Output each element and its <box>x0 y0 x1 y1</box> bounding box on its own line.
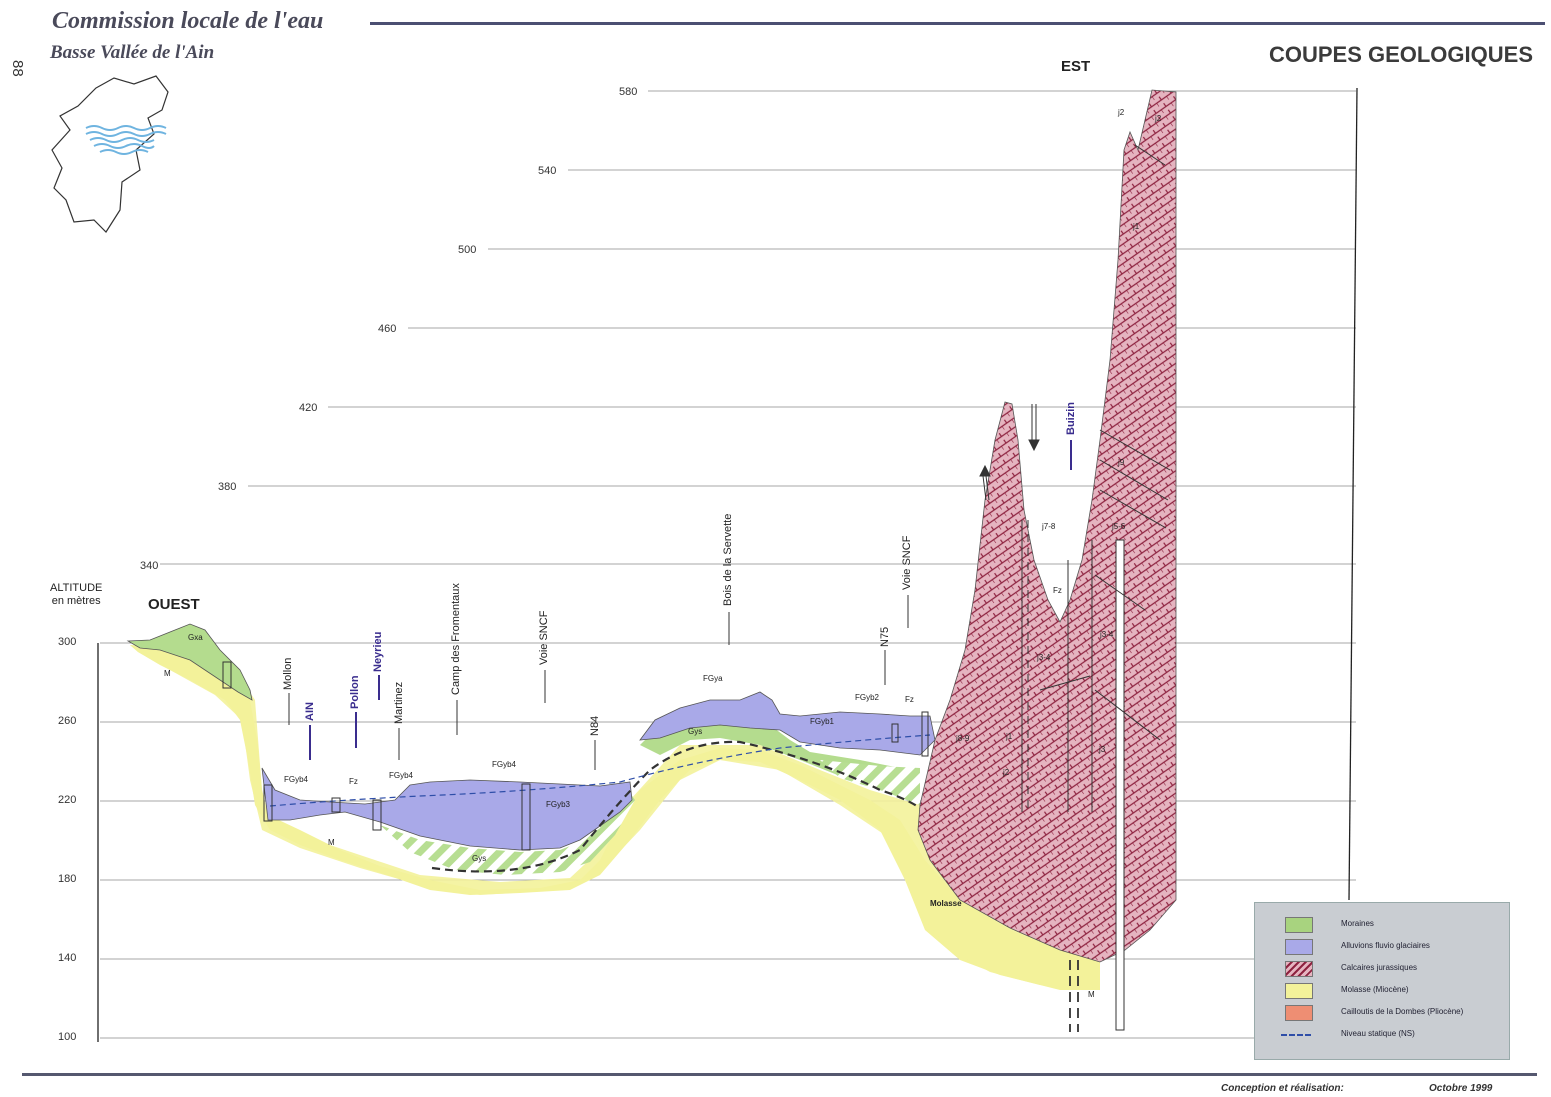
ytick-260: 260 <box>58 715 77 727</box>
strata-gys-2: Gys <box>688 727 703 736</box>
legend-swatch <box>1285 939 1313 955</box>
legend-label: Molasse (Miocène) <box>1341 985 1409 994</box>
strata-j1: j1 <box>1133 222 1140 231</box>
ytick-340: 340 <box>140 560 159 572</box>
strata-m-2: M <box>328 838 335 847</box>
label-camp-fromentaux: Camp des Fromentaux <box>450 583 462 695</box>
ytick-540: 540 <box>538 165 557 177</box>
label-bois-servette: Bois de la Servette <box>722 513 734 606</box>
strata-j7-8: j7-8 <box>1042 522 1056 531</box>
strata-fgyb1: FGyb1 <box>810 717 835 726</box>
legend-label: Cailloutis de la Dombes (Pliocène) <box>1341 1007 1464 1016</box>
legend-swatch <box>1285 961 1313 977</box>
label-voie-sncf-2: Voie SNCF <box>901 535 913 590</box>
ytick-420: 420 <box>299 402 318 414</box>
legend: Moraines Alluvions fluvio glaciaires Cal… <box>1254 902 1510 1060</box>
basin-map-icon <box>51 75 169 233</box>
commission-subtitle: Basse Vallée de l'Ain <box>50 42 215 63</box>
label-ain: AIN <box>304 702 316 721</box>
strata-fgyb4-a: FGyb4 <box>284 775 309 784</box>
footer-date: Octobre 1999 <box>1429 1083 1493 1094</box>
strata-j8-9: j8-9 <box>956 734 970 743</box>
moraine-left <box>126 623 253 701</box>
ytick-380: 380 <box>218 481 237 493</box>
ytick-300: 300 <box>58 636 77 648</box>
strata-fgyb4-c: FGyb4 <box>492 760 517 769</box>
strata-fz-1: Fz <box>349 777 358 786</box>
strata-j2-b: j2 <box>1155 114 1162 123</box>
header-rule <box>370 22 1545 25</box>
strata-j2-a: j2 <box>1118 108 1125 117</box>
ytick-500: 500 <box>458 244 477 256</box>
altitude-label-line1: ALTITUDE <box>50 582 103 594</box>
label-martinez: Martinez <box>393 681 405 724</box>
strata-fz-3: Fz <box>1053 586 1062 595</box>
label-mollon: Mollon <box>282 657 294 690</box>
strata-fgyb2: FGyb2 <box>855 693 880 702</box>
legend-swatch <box>1285 917 1313 933</box>
legend-label: Calcaires jurassiques <box>1341 963 1418 972</box>
legend-swatch <box>1285 983 1313 999</box>
strata-fgyb4-b: FGyb4 <box>389 771 414 780</box>
footer-rule <box>22 1073 1537 1076</box>
ytick-220: 220 <box>58 794 77 806</box>
west-label: OUEST <box>148 596 200 613</box>
legend-swatch <box>1285 1005 1313 1021</box>
ytick-100: 100 <box>58 1031 77 1043</box>
label-n75: N75 <box>879 626 891 647</box>
strata-fgya: FGya <box>703 674 723 683</box>
strata-j3-4-b: j3-4 <box>1100 630 1114 639</box>
strata-j9: j9 <box>1118 458 1125 467</box>
label-n84: N84 <box>589 715 601 736</box>
alluvium-center <box>639 691 936 756</box>
strata-j3-4-a: j3-4 <box>1037 653 1051 662</box>
legend-label: Niveau statique (NS) <box>1341 1029 1415 1038</box>
label-neyrieu: Neyrieu <box>372 631 384 672</box>
altitude-label-line2: en mètres <box>51 595 101 607</box>
section-title: COUPES GEOLOGIQUES <box>1268 42 1533 67</box>
strata-j2-c: j2 <box>1003 768 1010 777</box>
ytick-180: 180 <box>58 873 77 885</box>
strata-m-1: M <box>164 669 171 678</box>
legend-label: Alluvions fluvio glaciaires <box>1341 941 1430 950</box>
footer-credit: Conception et réalisation: <box>1221 1083 1344 1094</box>
label-voie-sncf-1: Voie SNCF <box>538 610 550 665</box>
legend-label: Moraines <box>1341 919 1374 928</box>
strata-j3: j3 <box>1099 745 1106 754</box>
alluvium-left <box>261 767 633 851</box>
label-buizin: Buizin <box>1065 402 1077 435</box>
altitude-axis-label: ALTITUDE en mètres <box>50 582 102 608</box>
jurassic-limestone <box>917 89 1177 963</box>
strata-j1-b: j1 <box>1006 732 1013 741</box>
strata-j5-6: j5-6 <box>1112 522 1126 531</box>
ytick-580: 580 <box>619 86 638 98</box>
east-label: EST <box>1061 58 1091 75</box>
strata-gys-1: Gys <box>472 854 487 863</box>
strata-molasse: Molasse <box>930 899 962 908</box>
strata-fz-2: Fz <box>905 695 914 704</box>
label-pollon: Pollon <box>349 675 361 709</box>
ytick-460: 460 <box>378 323 397 335</box>
strata-fgyb3: FGyb3 <box>546 800 571 809</box>
strata-m-3: M <box>1088 990 1095 999</box>
ytick-140: 140 <box>58 952 77 964</box>
commission-title: Commission locale de l'eau <box>52 8 324 34</box>
strata-gxa: Gxa <box>188 633 203 642</box>
legend-swatch <box>1281 1034 1311 1036</box>
